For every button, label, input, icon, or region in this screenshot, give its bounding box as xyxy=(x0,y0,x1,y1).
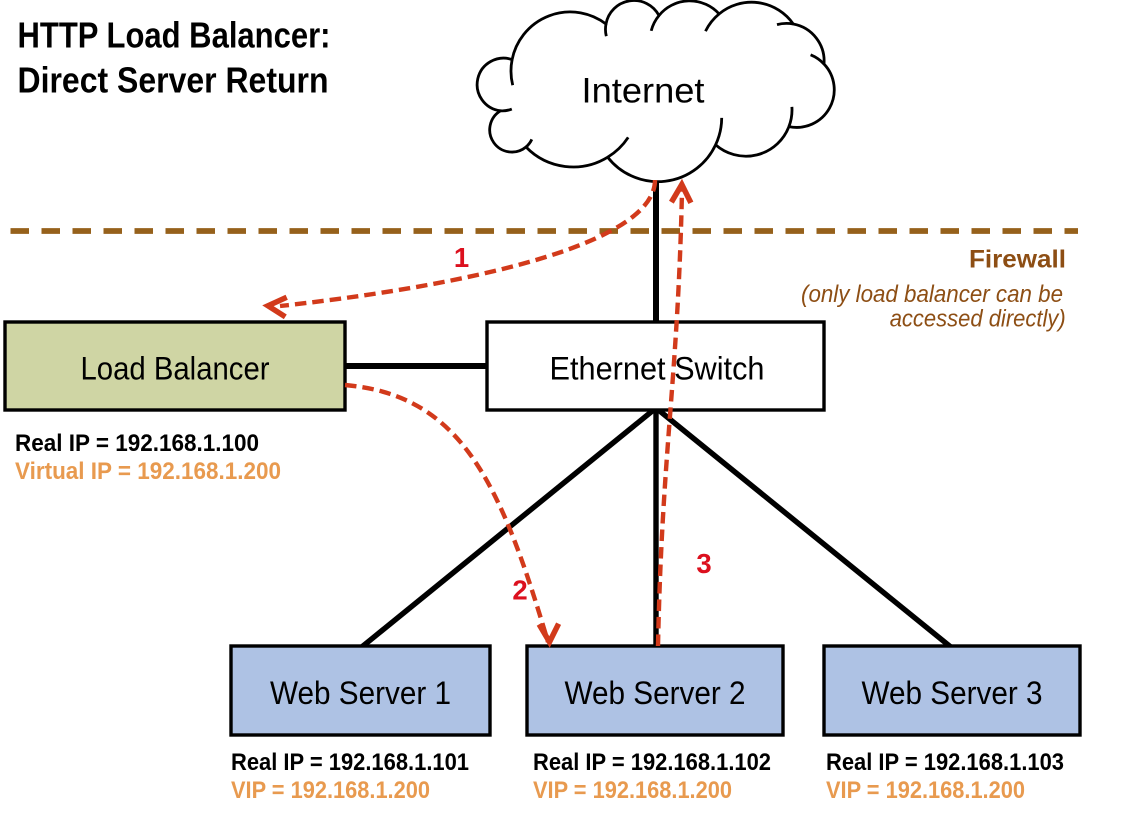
svg-text:Firewall: Firewall xyxy=(969,246,1066,274)
svg-text:(only load balancer can be: (only load balancer can be xyxy=(801,281,1063,308)
svg-text:Web Server 3: Web Server 3 xyxy=(862,675,1043,711)
svg-text:Web Server 1: Web Server 1 xyxy=(270,675,451,711)
svg-text:HTTP Load Balancer:: HTTP Load Balancer: xyxy=(18,14,331,55)
svg-text:Virtual IP = 192.168.1.200: Virtual IP = 192.168.1.200 xyxy=(15,458,281,485)
svg-text:3: 3 xyxy=(696,548,711,579)
svg-text:Direct Server Return: Direct Server Return xyxy=(18,60,329,101)
svg-text:Web Server 2: Web Server 2 xyxy=(565,675,746,711)
svg-text:Internet: Internet xyxy=(582,72,705,111)
svg-text:accessed directly): accessed directly) xyxy=(890,306,1066,333)
svg-text:1: 1 xyxy=(454,242,469,273)
svg-text:2: 2 xyxy=(512,575,527,606)
svg-text:Real IP = 192.168.1.102: Real IP = 192.168.1.102 xyxy=(533,749,771,776)
svg-text:Real IP = 192.168.1.101: Real IP = 192.168.1.101 xyxy=(231,749,469,776)
svg-text:VIP = 192.168.1.200: VIP = 192.168.1.200 xyxy=(533,777,732,804)
svg-text:Real IP = 192.168.1.103: Real IP = 192.168.1.103 xyxy=(826,749,1064,776)
svg-text:Real IP = 192.168.1.100: Real IP = 192.168.1.100 xyxy=(15,430,259,457)
svg-text:Load Balancer: Load Balancer xyxy=(81,351,270,387)
svg-text:Ethernet Switch: Ethernet Switch xyxy=(550,351,765,387)
svg-text:VIP = 192.168.1.200: VIP = 192.168.1.200 xyxy=(826,777,1025,804)
svg-text:VIP = 192.168.1.200: VIP = 192.168.1.200 xyxy=(231,777,430,804)
